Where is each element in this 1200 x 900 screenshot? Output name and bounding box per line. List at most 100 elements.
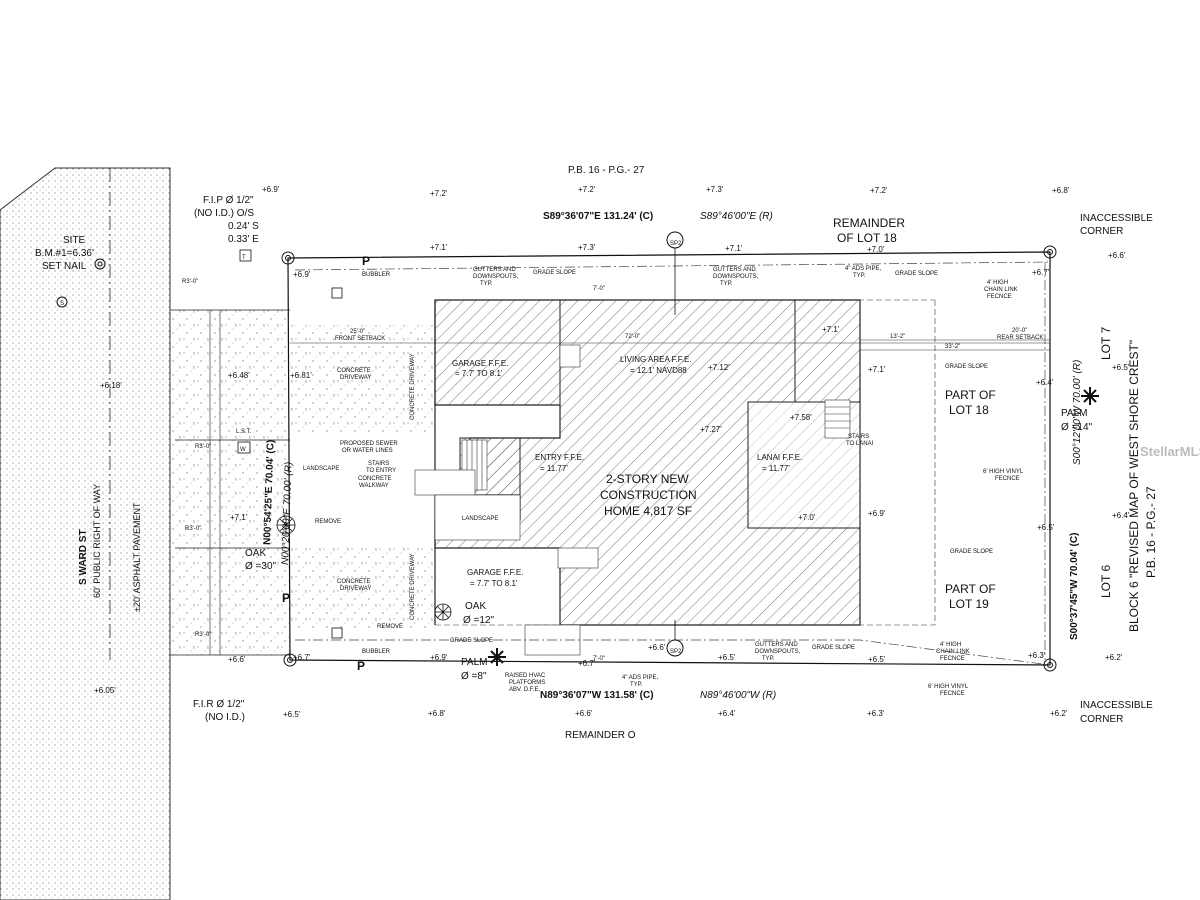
elev-43: +6.3' [867,709,885,718]
note-fence-chain-s-2: CHAIN LINK [936,649,970,655]
elev-30: +6.7' [293,653,311,662]
note-stairs-lanai-1: STAIRS [848,434,869,440]
water-meter-label: W [240,447,246,453]
note-dim-13: 13'-2" [890,334,905,340]
elev-23: +6.5' [1112,363,1130,372]
bearing-west-record: N00°20'00"E 70.00' (R) [280,462,295,565]
elev-24: +7.1' [230,513,248,522]
note-hvac-2: PLATFORMS [509,680,545,686]
palm14-line1: PALM [1061,408,1088,419]
block-label: BLOCK 6 "REVISED MAP OF WEST SHORE CREST… [1127,340,1141,632]
bearing-north-calc: S89°36'07"E 131.24' (C) [543,211,653,222]
benchmark-line1: SITE [63,235,86,246]
note-gutters-n-2: DOWNSPOUTS, [473,274,519,280]
note-walkway-1: CONCRETE [358,476,392,482]
palm8-line2: Ø =8" [461,671,487,682]
note-gutters-s-3: TYP. [762,656,775,662]
palm14-line2: Ø =14" [1061,422,1093,433]
note-fence-chain-n-3: FECNCE [987,294,1012,300]
elev-6: +6.8' [1052,186,1070,195]
oak-tree-30-symbol [276,515,296,535]
inaccessible-se-line2: CORNER [1080,714,1123,725]
garage-north-ffe-line1: GARAGE F.F.E. [452,359,508,368]
street-pavement: ±20' ASPHALT PAVEMENT [132,502,142,612]
bubbler-south [331,627,343,639]
elev-4: +7.3' [706,185,724,194]
note-side-setback-s-dim: 7'-0" [593,656,605,662]
note-concrete-s: CONCRETE [337,579,371,585]
note-stairs-entry-1: STAIRS [368,461,389,467]
oak30-line1: OAK [245,548,266,559]
note-driveway-n: DRIVEWAY [340,375,371,381]
note-gutters-s-1: GUTTERS AND [755,642,798,648]
elev-31: +6.9' [430,653,448,662]
oak12-line2: Ø =12" [463,615,495,626]
north-driveway [290,325,435,435]
elev-1: +6.9' [262,185,280,194]
oak12-line1: OAK [465,601,486,612]
water-meter [237,441,251,454]
note-gutters-n2-3: TYP. [720,281,733,287]
part-lot18-line2: LOT 18 [949,403,989,417]
elev-33: +6.6' [648,643,666,652]
elev-5: +7.2' [870,186,888,195]
note-concrete-driveway-n: CONCRETE DRIVEWAY [410,353,416,420]
benchmark-line2: B.M.#1=6.36' [35,248,94,259]
note-fence-vinyl-s-1: 6' HIGH VINYL [928,684,969,690]
note-ads-n-2: TYP. [853,273,866,279]
note-ads-s-2: TYP. [630,682,643,688]
elev-22: +6.4' [1036,378,1054,387]
entry-ffe-line2: = 11.77' [540,464,568,473]
bearing-east-record: S00°12'00"W 70.00' (R) [1072,360,1083,465]
note-grade-slope-n: GRADE SLOPE [533,270,576,276]
bearing-north-record: S89°46'00"E (R) [700,211,773,222]
walkway [414,469,476,496]
note-grade-slope-se: GRADE SLOPE [950,549,993,555]
note-stairs-lanai-2: TO LANAI [846,441,874,447]
living-ffe-line2: = 12.1' NAVD88 [630,366,687,375]
elev-34: +6.5' [718,653,736,662]
note-rear-setback-dim: 20'-0" [1012,328,1027,334]
fir-line1: F.I.R Ø 1/2" [193,699,245,710]
lanai-ffe-line1: LANAI F.F.E. [757,453,802,462]
remainder-lot18-line2: OF LOT 18 [837,231,897,245]
note-fence-vinyl-e-2: FECNCE [995,476,1020,482]
sp2-marker-north: SP2 [666,231,684,315]
note-gutters-n-1: GUTTERS AND [473,267,516,273]
note-bubbler-n: BUBBLER [362,272,391,278]
note-landscape-w: LANDSCAPE [303,466,339,472]
part-lot18-line1: PART OF [945,388,996,402]
note-fence-vinyl-s-2: FECNCE [940,691,965,697]
fip-line3: 0.24' S [228,221,259,232]
note-lst: L.S.T. [236,429,252,435]
elev-13: +6.9' [293,270,311,279]
elev-29: +6.6' [228,655,246,664]
note-remove-s: REMOVE [377,624,403,630]
note-gutters-s-2: DOWNSPOUTS, [755,649,801,655]
elev-3: +7.2' [578,185,596,194]
fip-line2: (NO I.D.) O/S [194,208,254,219]
note-driveway-s: DRIVEWAY [340,586,371,592]
lot6-label: LOT 6 [1099,565,1113,598]
elev-26: +6.9' [868,509,886,518]
note-fence-chain-s-1: 4' HIGH [940,642,961,648]
fir-line2: (NO I.D.) [205,712,245,723]
bubbler-north [331,287,343,299]
remainder-bottom: REMAINDER O [565,730,636,741]
inaccessible-se-line1: INACCESSIBLE [1080,700,1153,711]
palm8-line1: PALM [461,657,488,668]
note-grade-slope-s: GRADE SLOPE [812,645,855,651]
note-landscape-c: LANDSCAPE [462,516,498,522]
power-pole-marker-south: P [357,659,365,673]
elev-32: +6.7' [578,659,596,668]
fip-line4: 0.33' E [228,234,259,245]
power-pole-marker-north: P [362,254,370,268]
note-dim-72: 72'-0" [625,334,640,340]
bearing-east-calc: S00°37'45"W 70.04' (C) [1069,533,1080,640]
entry-ffe-line1: ENTRY F.F.E. [535,453,584,462]
note-sewer-2: OR WATER LINES [342,448,393,454]
note-fence-chain-n-1: 4' HIGH [987,280,1008,286]
note-hvac-3: ABV. D.F.E. [509,687,540,693]
elev-27: +6.5' [1037,523,1055,532]
